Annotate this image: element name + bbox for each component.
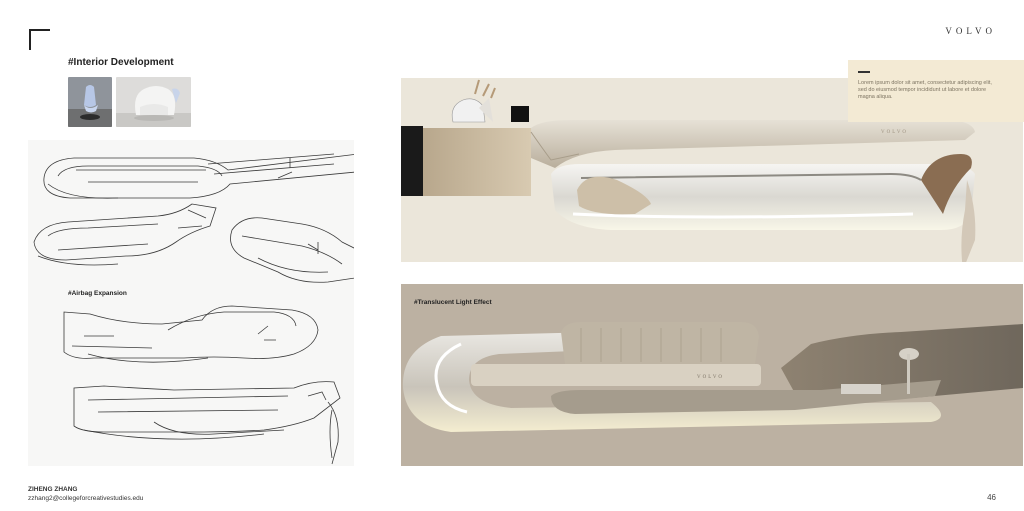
sketch-airbag-a: [63, 305, 319, 363]
page-number: 46: [987, 493, 996, 502]
reference-photo-figure: [68, 77, 112, 127]
translucent-label: #Translucent Light Effect: [414, 299, 492, 306]
sketch-airbag-b: [73, 381, 341, 465]
author-email[interactable]: zzhang2@collegeforcreativestudies.edu: [28, 495, 144, 502]
render-panel-bottom: [401, 284, 1023, 466]
note-text: Lorem ipsum dolor sit amet, consectetur …: [858, 80, 992, 100]
sketch-sheet: [28, 140, 354, 466]
sketch-console-right: [230, 217, 354, 283]
author-name: ZIHENG ZHANG: [28, 486, 78, 493]
sketch-console-top: [43, 153, 354, 199]
corner-bracket: [29, 29, 50, 50]
render-badge-top: VOLVO: [881, 130, 909, 135]
render-panel-top: [401, 78, 1023, 262]
reference-photo-chair: [116, 77, 191, 127]
render-badge-bottom: VOLVO: [697, 375, 725, 380]
airbag-label: #Airbag Expansion: [68, 290, 127, 297]
volvo-wordmark: VOLVO: [945, 26, 996, 36]
note-rule: [858, 71, 870, 73]
note-box: [848, 60, 1024, 122]
section-title: #Interior Development: [68, 57, 174, 68]
sketch-console-left: [33, 203, 217, 266]
